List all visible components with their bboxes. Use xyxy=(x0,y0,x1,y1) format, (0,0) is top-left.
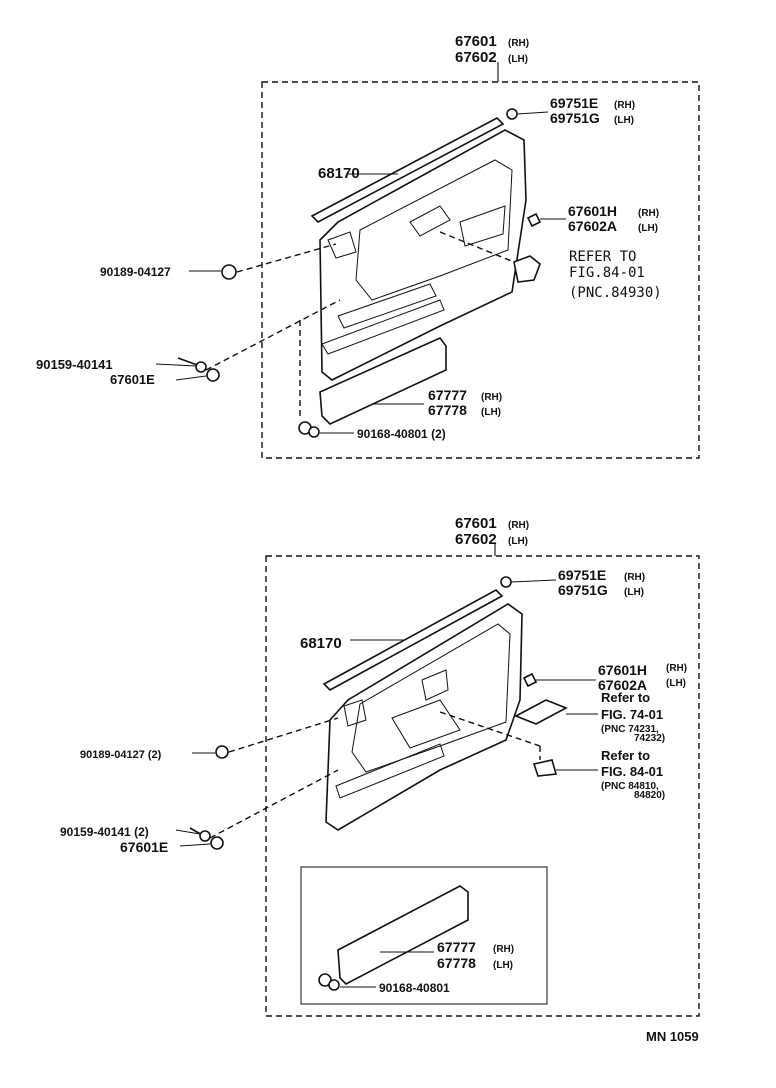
top-retainer-number-lh: 67602A xyxy=(568,218,617,234)
top-screw1-part xyxy=(221,264,237,280)
bottom-cap-part xyxy=(210,836,224,850)
top-weatherstrip-number: 68170 xyxy=(318,165,360,182)
top-assembly-boundary xyxy=(261,81,700,459)
top-panel-suffix-rh: (RH) xyxy=(508,38,529,49)
bottom-refer1-pnc-b: 74232) xyxy=(634,733,665,744)
diagram-code: MN 1059 xyxy=(646,1029,699,1044)
top-clip-number-lh: 69751G xyxy=(550,110,600,126)
bottom-cap-number: 67601E xyxy=(120,839,168,855)
bottom-clip2-part xyxy=(318,973,332,987)
bottom-refer1-pnc-a: (PNC 74231, xyxy=(601,724,659,735)
top-clip-suffix-rh: (RH) xyxy=(614,100,635,111)
top-pocket-suffix-lh: (LH) xyxy=(481,407,501,418)
bottom-pocket-suffix-rh: (RH) xyxy=(493,944,514,955)
top-clip2-number: 90168-40801 (2) xyxy=(357,427,446,441)
top-handle-part xyxy=(513,255,541,283)
top-clip-part xyxy=(506,108,518,120)
bottom-panel-number-lh: 67602 xyxy=(455,531,497,548)
bottom-clip2-number: 90168-40801 xyxy=(379,981,450,995)
top-weatherstrip-part xyxy=(310,117,505,223)
top-screw2-part xyxy=(195,361,207,373)
bottom-panel-suffix-rh: (RH) xyxy=(508,520,529,531)
top-refer-line2: FIG.84-01 xyxy=(569,265,645,281)
top-door-trim-panel xyxy=(319,129,527,381)
top-panel-number-lh: 67602 xyxy=(455,49,497,66)
bottom-pocket-part xyxy=(337,885,469,985)
bottom-handle-part xyxy=(532,759,558,777)
bottom-screw2-part xyxy=(199,830,211,842)
bottom-weatherstrip-part xyxy=(322,589,504,691)
bottom-pocket-number-lh: 67778 xyxy=(437,955,476,971)
bottom-refer1-line1: Refer to xyxy=(601,690,650,705)
bottom-refer2-pnc-b: 84820) xyxy=(634,790,665,801)
top-refer-line1: REFER TO xyxy=(569,249,636,265)
bottom-assembly: 67601 (RH) 67602 (LH) 68170 69751E (RH) … xyxy=(60,515,700,1017)
bottom-refer2-line1: Refer to xyxy=(601,748,650,763)
bottom-refer2-pnc-a: (PNC 84810, xyxy=(601,781,659,792)
bottom-retainer-number-lh: 67602A xyxy=(598,677,647,693)
top-retainer-suffix-rh: (RH) xyxy=(638,208,659,219)
bottom-refer1-line2: FIG. 74-01 xyxy=(601,707,663,722)
bottom-pocket-suffix-lh: (LH) xyxy=(493,960,513,971)
top-panel-suffix-lh: (LH) xyxy=(508,54,528,65)
top-clip-suffix-lh: (LH) xyxy=(614,115,634,126)
bottom-weatherstrip-number: 68170 xyxy=(300,635,342,652)
bottom-retainer-part xyxy=(522,672,538,688)
top-retainer-number-rh: 67601H xyxy=(568,203,617,219)
top-panel-number-rh: 67601 xyxy=(455,33,497,50)
bottom-clip-number-lh: 69751G xyxy=(558,582,608,598)
bottom-clip-suffix-rh: (RH) xyxy=(624,572,645,583)
bottom-clip-suffix-lh: (LH) xyxy=(624,587,644,598)
bottom-retainer-suffix-rh: (RH) xyxy=(666,663,687,674)
top-screw1-number: 90189-04127 xyxy=(100,265,171,279)
top-pocket-number-rh: 67777 xyxy=(428,387,467,403)
bottom-screw1-number: 90189-04127 (2) xyxy=(80,749,162,761)
bottom-screw1-part xyxy=(215,745,229,759)
bottom-panel-suffix-lh: (LH) xyxy=(508,536,528,547)
top-assembly: 67601 (RH) 67602 (LH) 68170 69751E (RH) … xyxy=(36,33,700,459)
top-retainer-part xyxy=(526,212,542,228)
bottom-screw2-number: 90159-40141 (2) xyxy=(60,825,149,839)
bottom-panel-number-rh: 67601 xyxy=(455,515,497,532)
top-cap-part xyxy=(206,368,220,382)
top-cap-number: 67601E xyxy=(110,372,155,387)
bottom-pocket-number-rh: 67777 xyxy=(437,939,476,955)
bottom-retainer-number-rh: 67601H xyxy=(598,662,647,678)
top-clip-number-rh: 69751E xyxy=(550,95,598,111)
top-pocket-part xyxy=(319,337,447,425)
top-screw2-number: 90159-40141 xyxy=(36,357,113,372)
bottom-refer2-line2: FIG. 84-01 xyxy=(601,764,663,779)
bottom-pocket-inset xyxy=(300,866,548,1005)
top-refer-line3: (PNC.84930) xyxy=(569,285,662,301)
bottom-clip-number-rh: 69751E xyxy=(558,567,606,583)
bottom-door-trim-panel xyxy=(325,603,523,831)
bottom-retainer-suffix-lh: (LH) xyxy=(666,678,686,689)
bottom-switch-part xyxy=(514,699,568,725)
top-retainer-suffix-lh: (LH) xyxy=(638,223,658,234)
top-pocket-number-lh: 67778 xyxy=(428,402,467,418)
bottom-clip-part xyxy=(500,576,512,588)
top-pocket-suffix-rh: (RH) xyxy=(481,392,502,403)
bottom-assembly-boundary xyxy=(265,555,700,1017)
